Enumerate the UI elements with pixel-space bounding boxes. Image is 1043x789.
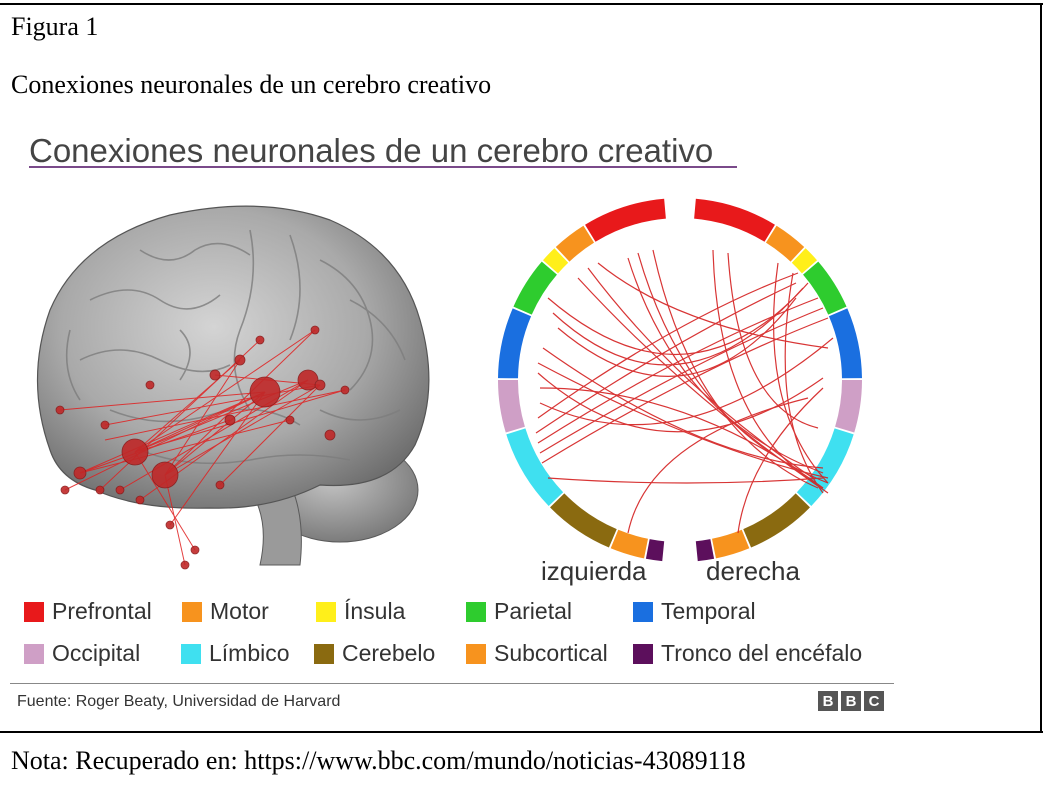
source-credit: Fuente: Roger Beaty, Universidad de Harv… [17,693,341,710]
legend-label: Parietal [494,598,572,624]
legend-swatch [316,601,336,622]
logo-letter: B [841,691,861,711]
wheel-segment-right [695,539,715,562]
legend-swatch [24,601,44,622]
legend-swatch [182,601,202,622]
wheel-segment-left [585,198,667,242]
figure-note: Nota: Recuperado en: https://www.bbc.com… [11,746,746,775]
legend-item: Ínsula [316,598,405,625]
wheel-segment-right [693,198,775,242]
legend-label: Límbico [209,640,290,666]
wheel-segment-left [506,428,564,507]
legend-label: Motor [210,598,269,624]
legend-label: Occipital [52,640,141,666]
legend-swatch [466,601,486,622]
label-left-hemisphere: izquierda [541,556,647,586]
legend-swatch [633,643,653,664]
legend-item: Temporal [633,598,756,625]
top-rule [0,3,1043,5]
wheel-segment-right [743,493,810,548]
wheel-segment-left [550,493,617,548]
wheel-segment-right [791,248,818,274]
wheel-segments [498,198,862,562]
legend-label: Subcortical [494,640,608,666]
legend-item: Parietal [466,598,572,625]
bbc-logo: B B C [818,691,884,711]
side-rule [1040,3,1042,732]
bottom-rule [0,731,1043,733]
legend-item: Cerebelo [314,640,435,667]
legend-item: Subcortical [466,640,608,667]
legend-item: Motor [182,598,269,625]
legend-swatch [181,643,201,664]
wheel-segment-right [796,428,854,507]
title-underline [29,166,737,168]
legend-swatch [633,601,653,622]
wheel-segment-left [645,539,665,562]
logo-letter: B [818,691,838,711]
infographic-title: Conexiones neuronales de un cerebro crea… [29,132,714,169]
wheel-segment-right [828,308,862,379]
brain-illustration [36,205,430,570]
infographic: Conexiones neuronales de un cerebro crea… [0,120,1043,720]
wheel-segment-right [835,379,862,433]
legend-swatch [24,643,44,664]
figure-label: Figura 1 [11,12,99,41]
legend-swatch [314,643,334,664]
legend-item: Límbico [181,640,290,667]
legend-label: Cerebelo [342,640,436,666]
figure-caption: Conexiones neuronales de un cerebro crea… [11,70,492,99]
wheel-segment-right [802,261,847,315]
legend-label: Ínsula [344,598,406,624]
wheel-segment-right [711,529,750,559]
wheel-segment-left [610,529,649,559]
wheel-segment-left [513,261,558,315]
legend-item: Occipital [24,640,140,667]
source-divider [10,683,894,684]
logo-letter: C [864,691,884,711]
legend-swatch [466,643,486,664]
label-right-hemisphere: derecha [706,556,800,586]
legend-item: Prefrontal [24,598,152,625]
legend-label: Tronco del encéfalo [661,640,863,666]
legend-label: Temporal [661,598,756,624]
legend-label: Prefrontal [52,598,152,624]
wheel-segment-left [542,248,569,274]
wheel-segment-left [498,379,525,433]
wheel-segment-left [498,308,532,379]
wheel-segment-right [765,225,805,262]
connection-arcs [535,249,834,534]
wheel-segment-left [555,225,595,262]
connectivity-wheel [498,198,862,562]
legend-item: Tronco del encéfalo [633,640,862,667]
